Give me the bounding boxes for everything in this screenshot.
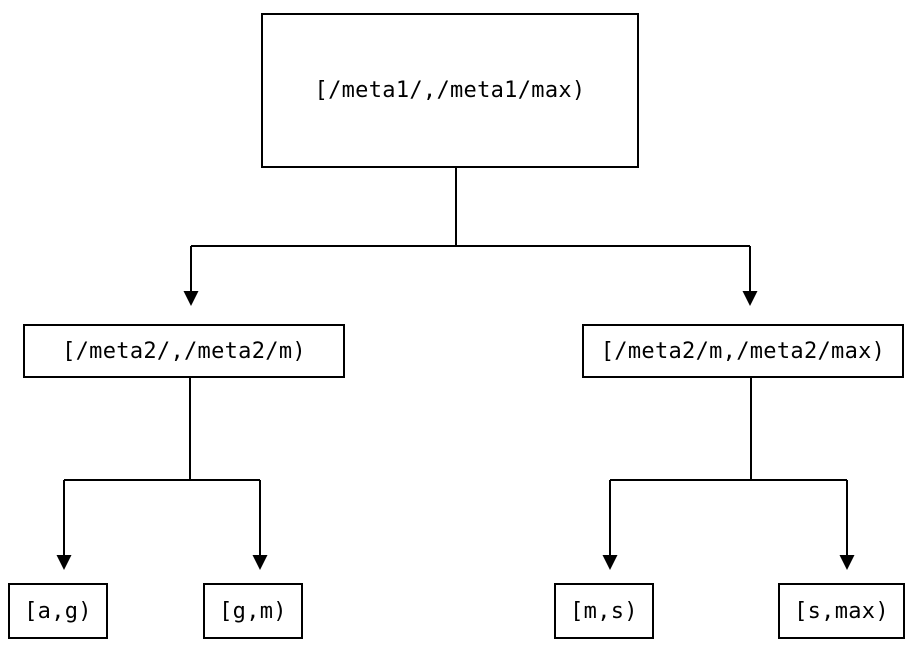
arrowhead-down-icon <box>602 555 618 570</box>
arrowhead-down-icon <box>839 555 855 570</box>
node-right: [/meta2/m,/meta2/max) <box>582 324 904 378</box>
node-leaf-ag-label: [a,g) <box>24 598 92 624</box>
arrowhead-down-icon <box>56 555 72 570</box>
edge-right-children <box>602 378 855 570</box>
node-leaf-ms-label: [m,s) <box>570 598 638 624</box>
arrowhead-down-icon <box>252 555 268 570</box>
edge-left-children <box>56 378 268 570</box>
node-root-label: [/meta1/,/meta1/max) <box>314 78 586 103</box>
arrowhead-down-icon <box>742 291 758 306</box>
node-leaf-smax: [s,max) <box>778 583 905 639</box>
edge-root-children <box>183 168 758 306</box>
node-root: [/meta1/,/meta1/max) <box>261 13 639 168</box>
node-leaf-smax-label: [s,max) <box>794 598 889 624</box>
node-leaf-gm: [g,m) <box>203 583 303 639</box>
node-leaf-ag: [a,g) <box>8 583 108 639</box>
arrowhead-down-icon <box>183 291 199 306</box>
node-leaf-gm-label: [g,m) <box>219 598 287 624</box>
node-leaf-ms: [m,s) <box>554 583 654 639</box>
node-left-label: [/meta2/,/meta2/m) <box>62 338 306 364</box>
node-left: [/meta2/,/meta2/m) <box>23 324 345 378</box>
node-right-label: [/meta2/m,/meta2/max) <box>600 338 886 364</box>
